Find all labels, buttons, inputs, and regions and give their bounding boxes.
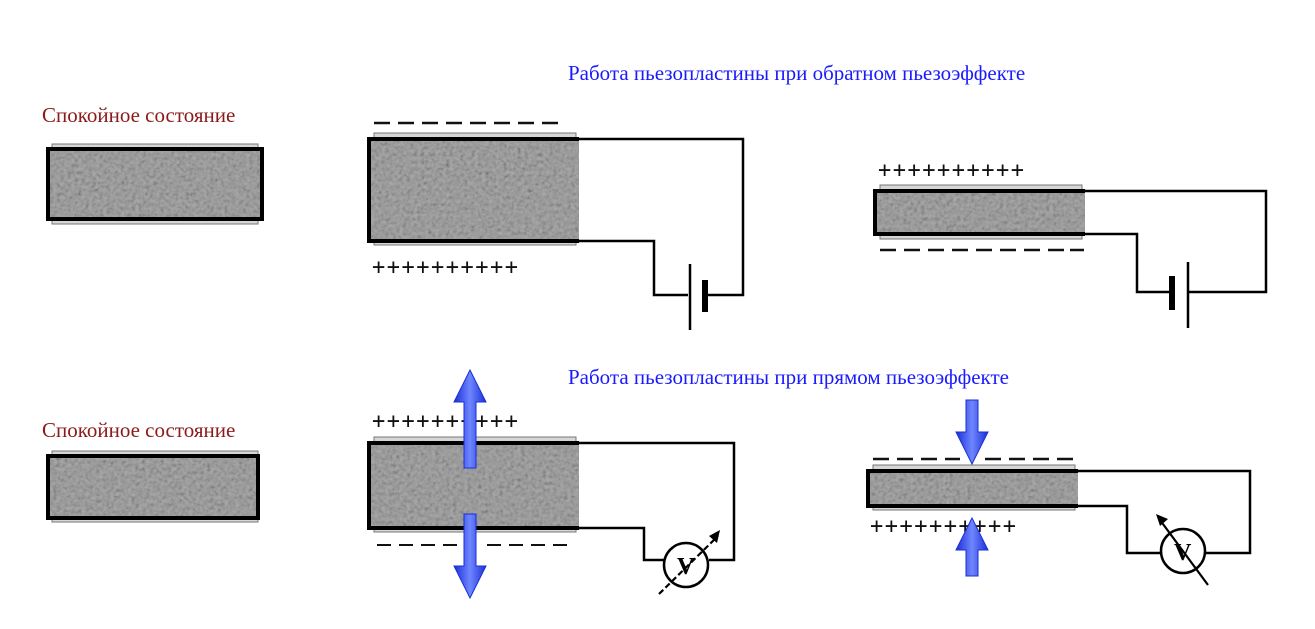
circuit-inverse-2 bbox=[1085, 189, 1268, 294]
plate-inverse-compressed bbox=[873, 184, 1085, 240]
battery-icon bbox=[688, 264, 708, 330]
charge-plus-direct-top: ++++++++++ bbox=[372, 409, 519, 434]
plate-rest-bottom bbox=[46, 450, 260, 523]
plate-direct-compressed bbox=[866, 464, 1078, 511]
charge-plus-inverse-compressed-top: ++++++++++ bbox=[878, 158, 1025, 183]
label-rest-state-top: Спокойное состояние bbox=[42, 103, 235, 127]
battery-icon bbox=[1169, 262, 1190, 328]
force-arrow-icon bbox=[955, 399, 989, 577]
title-direct-effect: Работа пьезопластины при прямом пьезоэфф… bbox=[568, 365, 1009, 389]
voltmeter-icon: V bbox=[658, 530, 720, 595]
plate-inverse-expanded bbox=[367, 132, 579, 246]
label-rest-state-bottom: Спокойное состояние bbox=[42, 418, 235, 442]
plate-rest-top bbox=[46, 143, 264, 225]
circuit-inverse-1 bbox=[579, 137, 745, 297]
charge-plus-direct-compressed-bottom: ++++++++++ bbox=[870, 514, 1017, 539]
voltmeter-icon: V bbox=[1156, 514, 1209, 586]
circuit-direct-1 bbox=[579, 441, 736, 562]
charge-plus-inverse-bottom: ++++++++++ bbox=[372, 255, 519, 280]
title-inverse-effect: Работа пьезопластины при обратном пьезоэ… bbox=[568, 61, 1025, 85]
circuit-direct-2 bbox=[1078, 469, 1252, 555]
force-arrow-icon bbox=[453, 368, 487, 600]
